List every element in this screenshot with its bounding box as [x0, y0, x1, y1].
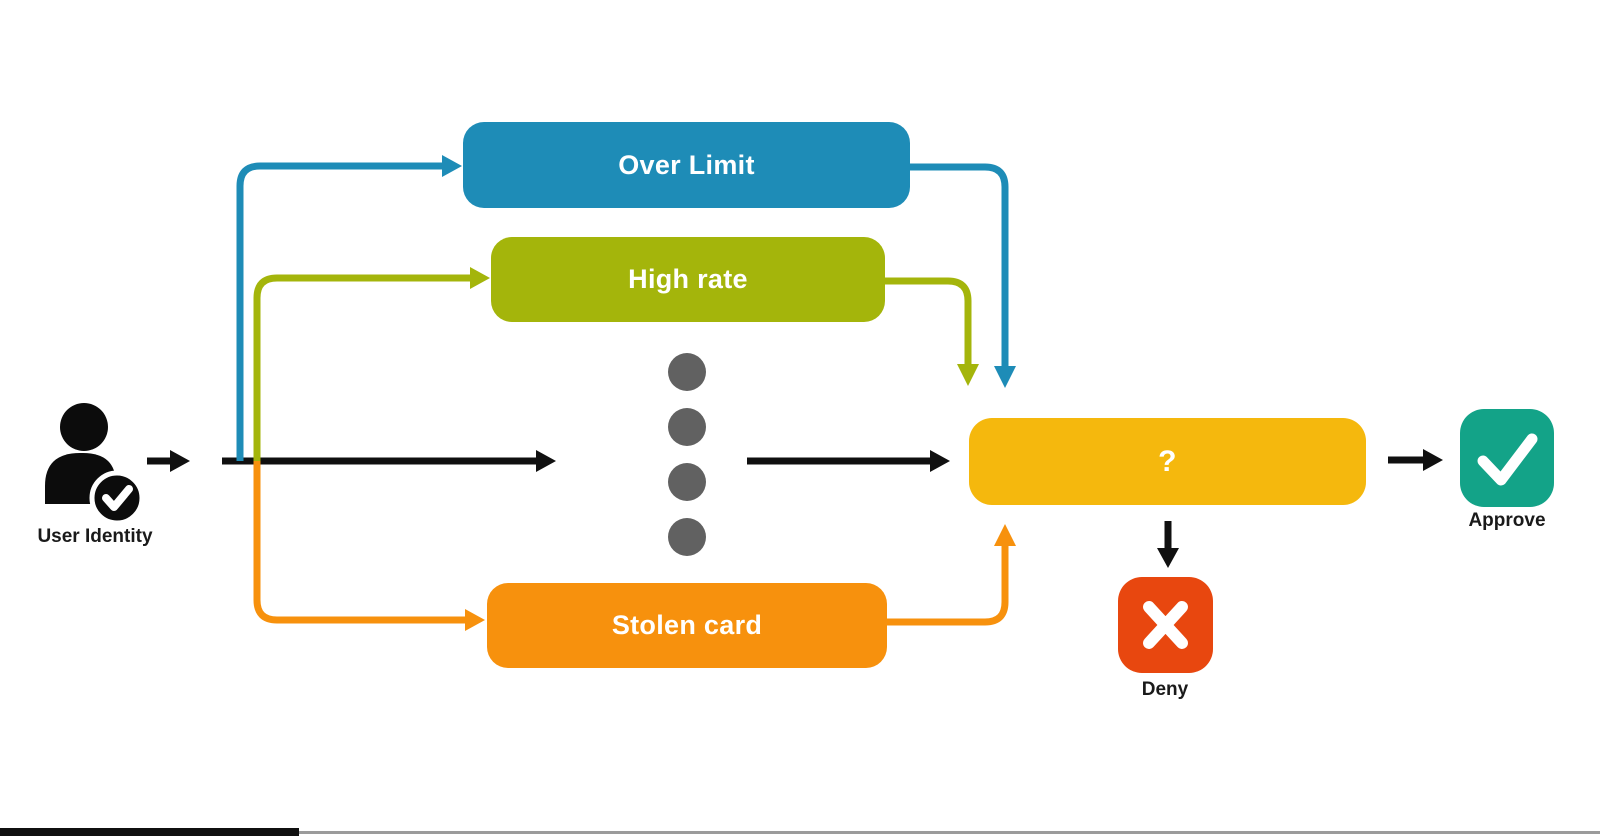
arrow-decision-to-approve: [1388, 449, 1443, 471]
ellipsis-dots: [668, 353, 706, 556]
deny-label: Deny: [1141, 679, 1189, 700]
edge-high-rate-to-decision: [885, 277, 979, 386]
edge-branch-to-stolen-card: [253, 461, 485, 631]
node-over-limit: Over Limit: [463, 122, 910, 208]
arrow-branch-to-dots: [222, 450, 556, 472]
person-icon: [45, 403, 116, 504]
node-stolen-card: Stolen card: [487, 583, 887, 668]
progress-track[interactable]: [0, 831, 1600, 834]
arrow-decision-to-deny: [1157, 521, 1179, 568]
node-decision-label: ?: [1158, 444, 1177, 478]
node-decision: ?: [969, 418, 1366, 505]
approve-icon: [1460, 409, 1554, 507]
dot: [668, 463, 706, 501]
arrow-user-to-branch: [147, 450, 190, 472]
deny-icon: [1118, 577, 1213, 673]
x-icon: [1143, 601, 1188, 649]
node-stolen-card-label: Stolen card: [611, 610, 763, 640]
edge-branch-to-high-rate: [253, 267, 490, 461]
node-over-limit-label: Over Limit: [618, 149, 755, 180]
node-high-rate: High rate: [491, 237, 885, 322]
dot: [668, 353, 706, 391]
check-badge-icon: [89, 470, 145, 526]
dot: [668, 408, 706, 446]
progress-fill[interactable]: [0, 828, 299, 836]
approve-label: Approve: [1468, 510, 1546, 531]
arrow-dots-to-decision: [747, 450, 950, 472]
dot: [668, 518, 706, 556]
edge-branch-to-over-limit: [236, 155, 462, 461]
node-high-rate-label: High rate: [628, 264, 748, 294]
user-identity-label: User Identity: [37, 526, 153, 547]
checkmark-icon: [1477, 433, 1538, 486]
edge-over-limit-to-decision: [910, 163, 1016, 388]
user-identity-icon: [45, 403, 145, 526]
edge-stolen-card-to-decision: [887, 524, 1016, 626]
